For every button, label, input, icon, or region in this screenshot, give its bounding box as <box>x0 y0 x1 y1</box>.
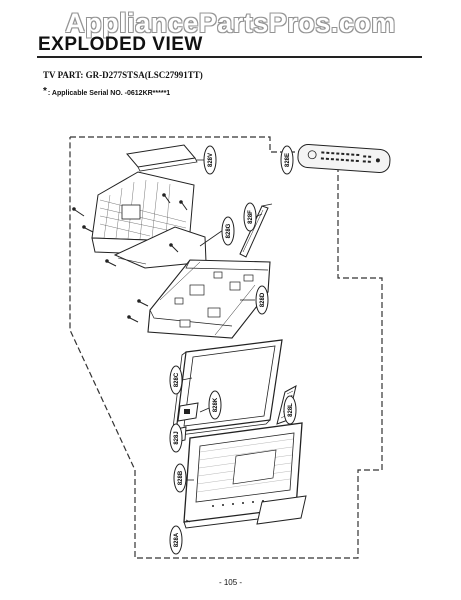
page-title: EXPLODED VIEW <box>38 34 203 55</box>
stand-bar <box>256 495 307 525</box>
lcd-panel <box>171 339 283 438</box>
main-frame <box>147 259 271 339</box>
callout-828G-label: 828G <box>226 223 232 238</box>
callout-828E-label: 828E <box>285 153 291 167</box>
front-cabinet <box>183 422 303 529</box>
callout-828J: 828J <box>169 423 183 453</box>
control-pcb <box>177 402 199 422</box>
callout-828D-label: 828D <box>260 292 266 307</box>
tv-part-label: TV PART: GR-D277STSA(LSC27991TT) <box>43 70 203 80</box>
callout-828C: 828C <box>169 365 183 395</box>
callout-828V-label: 828V <box>208 153 214 167</box>
callouts: 828V 828E 828G 828F 828D 828C 828K 828L <box>169 145 297 555</box>
callout-828E: 828E <box>280 145 294 175</box>
callout-828B-label: 828B <box>178 470 184 485</box>
callout-828V: 828V <box>203 145 217 175</box>
page-number: - 105 - <box>218 578 243 587</box>
callout-828L-label: 828L <box>288 403 294 417</box>
assembly-boundary <box>69 136 383 559</box>
serial-note: *: Applicable Serial NO. -0612KR*****1 <box>43 86 170 97</box>
callout-828A-label: 828A <box>174 532 180 547</box>
callout-828G: 828G <box>221 216 235 246</box>
callout-828C-label: 828C <box>174 372 180 387</box>
callout-828J-label: 828J <box>174 431 180 444</box>
watermark-text: AppliancePartsPros.com <box>65 8 396 38</box>
callout-828L: 828L <box>283 395 297 425</box>
callout-828F-label: 828F <box>248 210 254 224</box>
remote-control <box>297 143 391 174</box>
callout-828B: 828B <box>173 463 187 493</box>
callout-828K-label: 828K <box>213 397 219 412</box>
serial-star: * <box>43 86 47 97</box>
callout-828K: 828K <box>208 390 222 420</box>
screws <box>72 193 188 323</box>
callout-828F: 828F <box>243 202 257 232</box>
top-cover-plate <box>126 144 198 172</box>
callout-828A: 828A <box>169 525 183 555</box>
serial-note-text: : Applicable Serial NO. -0612KR*****1 <box>47 90 171 97</box>
callout-828D: 828D <box>255 285 269 315</box>
shield-board <box>113 226 207 269</box>
title-rule <box>37 56 422 58</box>
